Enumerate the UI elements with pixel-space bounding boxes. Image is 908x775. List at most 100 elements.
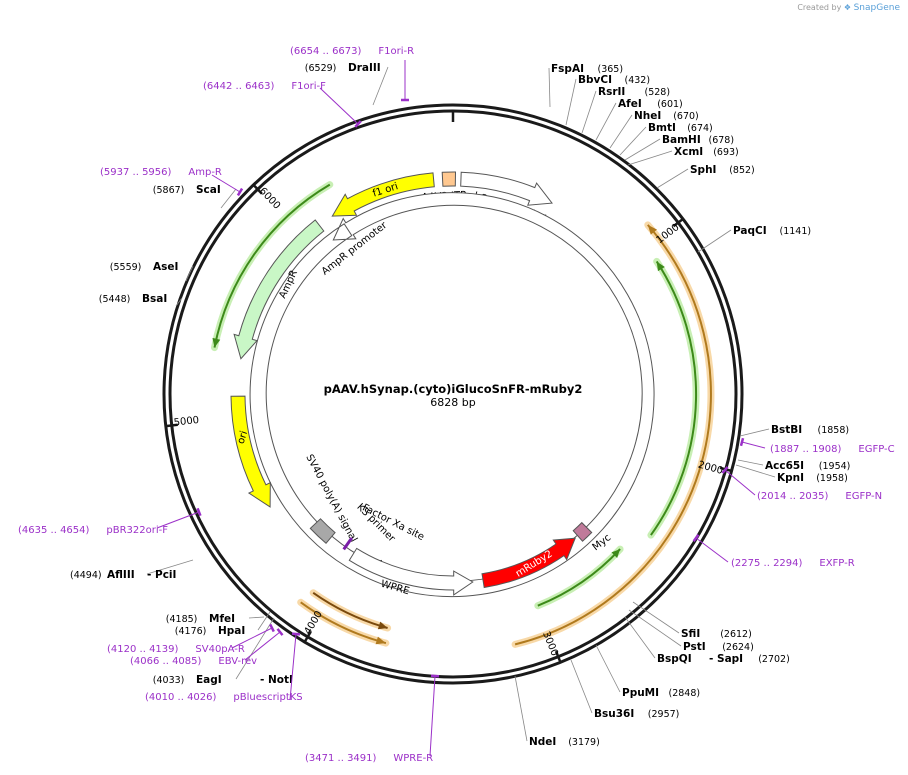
primer-bind-mark: [291, 632, 301, 636]
feature-myc: [572, 521, 593, 542]
enzyme-site-noti[interactable]: - NotI: [260, 674, 293, 686]
enzyme-name: - SapI: [709, 653, 743, 665]
enzyme-site-paqci[interactable]: PaqCI (1141): [697, 225, 812, 253]
primer-egfp-c[interactable]: (1887 .. 1908)EGFP-C: [739, 437, 895, 455]
enzyme-position: (4494): [70, 570, 102, 581]
enzyme-site-bamhi[interactable]: BamHI (678): [624, 134, 735, 161]
primer-leader-line: [724, 469, 756, 496]
primer-wpre-r[interactable]: (3471 .. 3491)WPRE-R: [305, 674, 440, 764]
snapgene-logo-icon: ❖: [843, 3, 852, 12]
enzyme-leader-line: [565, 78, 577, 126]
orf-arc-outer-left: [297, 598, 390, 647]
enzyme-site-afei[interactable]: AfeI(601): [595, 98, 683, 141]
enzyme-leader-line: [735, 464, 776, 478]
enzyme-position: (5448): [99, 294, 131, 305]
enzyme-site-fspai[interactable]: FspAI(365): [548, 63, 623, 108]
primer-bind-mark: [692, 534, 700, 542]
tick-label-4000: 4000: [302, 609, 325, 636]
enzyme-name: BbvCI: [578, 74, 612, 86]
primer-range: (5937 .. 5956): [100, 167, 172, 178]
enzyme-site-draiii[interactable]: (6529)DraIII: [305, 62, 389, 106]
enzyme-site-bbvci[interactable]: BbvCI (432): [565, 74, 651, 126]
enzyme-name: PaqCI: [733, 225, 767, 237]
enzyme-site-asei[interactable]: (5559)AseI: [110, 261, 194, 282]
enzyme-leader-line: [581, 90, 597, 134]
enzyme-name: Acc65I: [765, 460, 804, 472]
enzyme-site-sphi[interactable]: SphI(852): [656, 164, 755, 189]
enzyme-site-psti[interactable]: PstI(2624): [628, 609, 754, 653]
tick-mark-5000: [165, 423, 178, 428]
enzyme-position: (2612): [720, 629, 752, 640]
enzyme-position: (2702): [758, 654, 790, 665]
primer-bind-mark: [721, 466, 729, 474]
primer-pbr322ori-f[interactable]: (4635 .. 4654) pBR322ori-F: [18, 507, 202, 536]
enzyme-leader-line: [624, 616, 656, 659]
primer-sv40pa-r[interactable]: (4120 .. 4139)SV40pA-R: [107, 623, 275, 655]
enzyme-site-rsrii[interactable]: RsrII(528): [581, 86, 670, 134]
green-arc-left: [211, 181, 334, 352]
primer-name: pBR322ori-F: [106, 525, 168, 536]
primer-pbluescriptks[interactable]: (4010 .. 4026)pBluescriptKS: [145, 632, 303, 703]
enzyme-site-hpai[interactable]: (4176)HpaI: [175, 611, 271, 637]
enzyme-site-nhei[interactable]: NheI(670): [609, 110, 699, 149]
enzyme-position: (6529): [305, 63, 337, 74]
enzyme-site-bsai[interactable]: (5448)BsaI: [99, 293, 183, 307]
primer-name: EXFP-R: [819, 558, 854, 569]
enzyme-position: (1958): [816, 473, 848, 484]
primer-name: WPRE-R: [393, 753, 433, 764]
enzyme-site-bstbi[interactable]: BstBI(1858): [739, 424, 849, 437]
primer-f1ori-f[interactable]: (6442 .. 6463)F1ori-F: [203, 81, 362, 128]
plasmid-title: pAAV.hSynap.(cyto)iGlucoSnFR-mRuby2: [324, 382, 583, 396]
enzyme-name: BamHI: [662, 134, 701, 146]
primer-amp-r[interactable]: (5937 .. 5956)Amp-R: [100, 167, 244, 197]
enzyme-name: - NotI: [260, 674, 293, 686]
enzyme-site-bsu36i[interactable]: Bsu36I(2957): [570, 659, 679, 720]
enzyme-site-ppumi[interactable]: PpuMI(2848): [595, 644, 700, 699]
feature-ks-primer-mark: [342, 537, 353, 551]
enzyme-position: (678): [709, 135, 735, 146]
enzyme-site-kpni[interactable]: KpnI(1958): [735, 464, 848, 484]
primer-range: (4010 .. 4026): [145, 692, 217, 703]
enzyme-site-sfii[interactable]: SfiI(2612): [632, 601, 752, 640]
enzyme-site-ndei[interactable]: NdeI(3179): [514, 675, 600, 748]
enzyme-site-afliii[interactable]: (4494)AflIII- PciI: [70, 559, 194, 581]
primer-name: EGFP-C: [858, 444, 894, 455]
enzyme-position: (5867): [153, 185, 185, 196]
enzyme-site-sapi[interactable]: - SapI (2702): [709, 653, 790, 665]
primer-name: F1ori-R: [378, 46, 414, 57]
enzyme-site-xcmi[interactable]: XcmI(693): [627, 146, 739, 166]
primer-exfp-r[interactable]: (2275 .. 2294)EXFP-R: [692, 534, 855, 569]
feature-mruby2: [481, 537, 576, 589]
enzyme-leader-line: [175, 297, 183, 307]
enzyme-leader-line: [737, 459, 764, 466]
primer-range: (2014 .. 2035): [757, 491, 829, 502]
enzyme-site-bspqi[interactable]: BspQI: [624, 616, 692, 665]
enzyme-position: (693): [713, 147, 739, 158]
enzyme-leader-line: [697, 229, 732, 253]
primer-ebv-rev[interactable]: (4066 .. 4085)EBV-rev: [130, 628, 284, 667]
orf-arc-outer-right: [511, 221, 715, 648]
enzyme-site-bmti[interactable]: BmtI(674): [619, 122, 713, 156]
enzyme-name-pcii: - PciI: [147, 569, 176, 581]
enzyme-name: PstI: [683, 641, 706, 653]
enzyme-leader-line: [146, 559, 194, 575]
feature-aav2-itr: [441, 171, 457, 187]
tick-label-3000: 3000: [540, 630, 560, 658]
enzyme-name: FspAI: [551, 63, 584, 75]
enzyme-site-eagi[interactable]: (4033)EagI: [153, 617, 275, 686]
enzyme-site-acc65i[interactable]: Acc65I(1954): [737, 459, 850, 472]
enzyme-position: (432): [625, 75, 651, 86]
primer-egfp-n[interactable]: (2014 .. 2035)EGFP-N: [721, 466, 882, 502]
enzyme-site-mfei[interactable]: (4185)MfeI: [166, 613, 265, 625]
enzyme-leader-line: [609, 114, 633, 149]
primer-range: (4120 .. 4139): [107, 644, 179, 655]
tick-label-5000: 5000: [173, 415, 200, 429]
feature-ampr: [233, 219, 325, 360]
enzyme-position: (1141): [780, 226, 812, 237]
primer-f1ori-r[interactable]: (6654 .. 6673)F1ori-R: [290, 46, 414, 102]
enzyme-name: SphI: [690, 164, 716, 176]
primer-range: (4635 .. 4654): [18, 525, 90, 536]
enzyme-name: AseI: [153, 261, 178, 273]
enzyme-site-scai[interactable]: (5867)ScaI: [153, 184, 237, 209]
primer-bind-mark: [236, 187, 244, 197]
